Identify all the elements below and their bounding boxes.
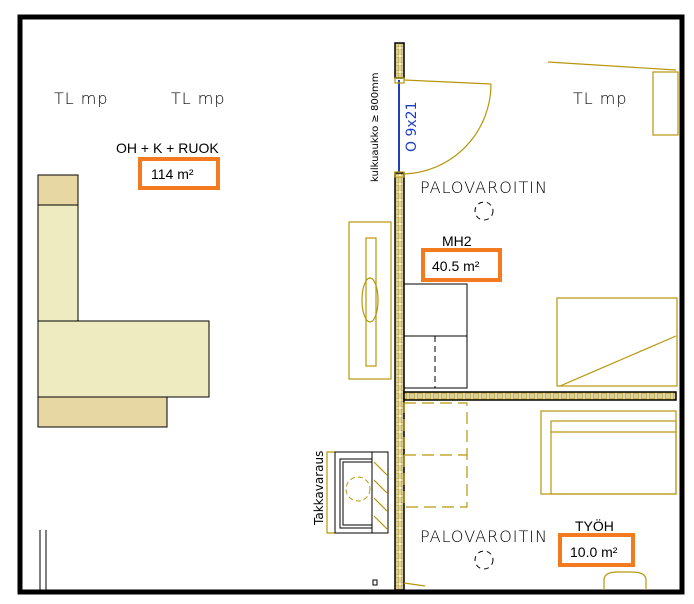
fireplace-note: Takkavaraus: [312, 451, 326, 526]
fireplace: [326, 451, 389, 534]
passage-note: kulkuaukko ≥ 800mm: [370, 72, 381, 182]
tl-mp-label-2: TL mp: [171, 89, 226, 108]
tl-mp-label-1: TL mp: [54, 89, 109, 108]
tl-mp-label-3: TL mp: [573, 89, 628, 108]
door: [394, 77, 492, 178]
area-study: 10.0 m²: [570, 544, 618, 560]
wall-stub: [39, 530, 47, 590]
area-box-bedroom: [421, 248, 502, 282]
smoke-detector-label-1: PALOVAROITIN: [420, 178, 548, 197]
kitchen-counter: [37, 174, 210, 428]
room-name-bedroom: MH2: [442, 233, 472, 249]
room-name-study: TYÖH: [575, 517, 614, 534]
area-box-study: [558, 533, 635, 567]
smoke-detector-icon: [474, 550, 494, 570]
smoke-detector-label-2: PALOVAROITIN: [420, 527, 548, 546]
door-code-label: O 9x21: [404, 102, 420, 152]
drawing-frame: [17, 14, 685, 595]
area-living: 114 m²: [151, 166, 194, 182]
cabinet: [652, 71, 679, 136]
area-bedroom: 40.5 m²: [432, 258, 480, 274]
bed: [556, 297, 678, 387]
area-box-living: [138, 157, 220, 190]
room-name-living: OH + K + RUOK: [116, 140, 219, 156]
wall-horizontal: [403, 391, 677, 401]
smoke-detector-icon: [474, 201, 494, 221]
wardrobe: [348, 221, 392, 380]
